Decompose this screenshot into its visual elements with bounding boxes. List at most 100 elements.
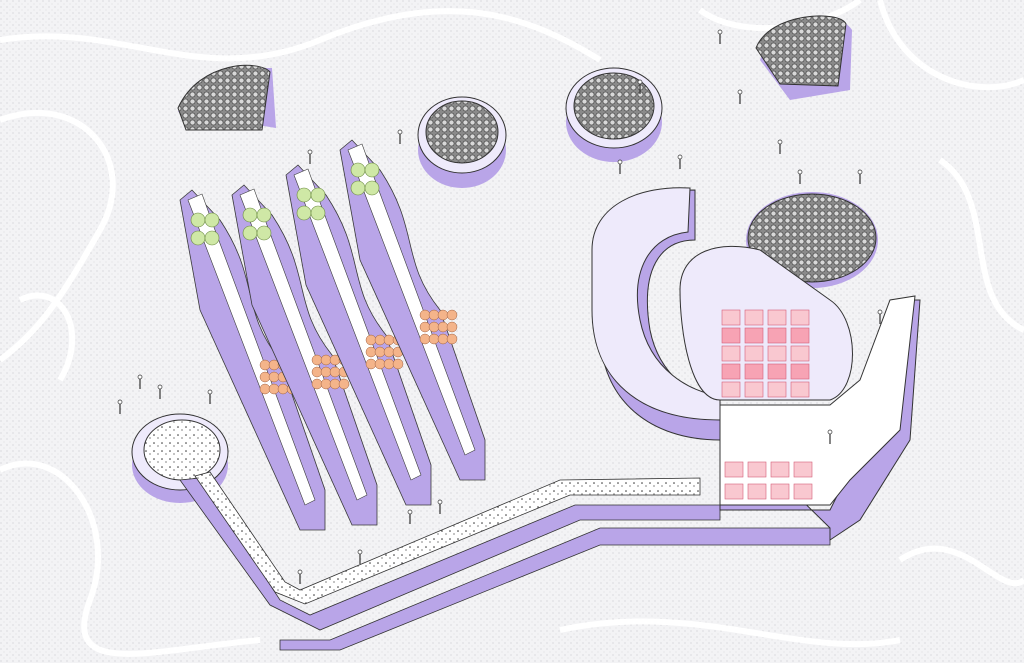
orange-planter [446, 321, 458, 333]
pink-tile [767, 309, 787, 326]
person-head [307, 149, 313, 155]
orange-planter [329, 366, 341, 378]
orange-planter [428, 333, 440, 345]
person-head [777, 139, 783, 145]
orange-planter [374, 334, 386, 346]
pink-tile [790, 345, 810, 362]
person-head [877, 309, 883, 315]
pink-tile [721, 345, 741, 362]
pink-tile [724, 483, 744, 500]
person-head [717, 29, 723, 35]
green-planter [256, 225, 272, 241]
pink-tile [767, 381, 787, 398]
green-planter [364, 162, 380, 178]
pink-tile-grid [721, 309, 813, 500]
person-head [617, 159, 623, 165]
person-head [137, 374, 143, 380]
pink-tile [744, 381, 764, 398]
person-figure-icon [877, 309, 883, 324]
channel-3 [285, 164, 432, 506]
pink-tile [744, 309, 764, 326]
orange-planter [338, 378, 350, 390]
pink-tile [790, 363, 810, 380]
pink-tile [767, 327, 787, 344]
person-figure-icon [737, 89, 743, 104]
person-figure-icon [207, 389, 213, 404]
orange-planter [446, 309, 458, 321]
green-planter [204, 230, 220, 246]
person-figure-icon [297, 569, 303, 584]
orange-planter [374, 358, 386, 370]
orange-planter [437, 321, 449, 333]
person-head [797, 169, 803, 175]
person-figure-icon [827, 429, 833, 444]
person-head [437, 499, 443, 505]
person-figure-icon [637, 79, 643, 94]
orange-planter [311, 354, 323, 366]
green-planter [296, 187, 312, 203]
person-head [407, 509, 413, 515]
pink-tile [770, 461, 790, 478]
circular-pit-2 [565, 67, 663, 162]
orange-planter [383, 334, 395, 346]
green-planter [190, 230, 206, 246]
pink-tile [790, 381, 810, 398]
green-planter [204, 212, 220, 228]
person-figure-icon [137, 374, 143, 389]
person-figure-icon [157, 384, 163, 399]
orange-planter [329, 378, 341, 390]
person-head [297, 569, 303, 575]
orange-planter [419, 333, 431, 345]
pink-tile [721, 363, 741, 380]
green-planter [364, 180, 380, 196]
circular-pit-1 [417, 96, 507, 188]
green-planter [310, 205, 326, 221]
person-figure-icon [677, 154, 683, 169]
person-head [117, 399, 123, 405]
person-figure-icon [797, 169, 803, 184]
orange-planter [277, 383, 289, 395]
person-head [397, 129, 403, 135]
person-figure-icon [407, 509, 413, 524]
diagonal-channels [179, 139, 486, 531]
green-planter [242, 225, 258, 241]
orange-planter [383, 346, 395, 358]
green-planter [242, 207, 258, 223]
orange-planter [259, 359, 271, 371]
half-pit-left [177, 64, 276, 131]
orange-planter [365, 358, 377, 370]
pink-tile [744, 327, 764, 344]
orange-planter [268, 371, 280, 383]
right-complex [591, 187, 921, 541]
person-head [637, 79, 643, 85]
orange-planter [320, 354, 332, 366]
orange-planter [392, 358, 404, 370]
person-figure-icon [357, 549, 363, 564]
person-figure-icon [437, 499, 443, 514]
orange-planter [437, 309, 449, 321]
orange-planter [419, 321, 431, 333]
orange-planter [419, 309, 431, 321]
channel-4 [339, 139, 486, 481]
person-figure-icon [717, 29, 723, 44]
pink-tile [724, 461, 744, 478]
orange-planter [320, 366, 332, 378]
green-planter [350, 180, 366, 196]
person-figure-icon [117, 399, 123, 414]
orange-planter [374, 346, 386, 358]
green-planter [310, 187, 326, 203]
orange-planter [428, 309, 440, 321]
orange-planter [320, 378, 332, 390]
pink-tile [793, 461, 813, 478]
person-figure-icon [777, 139, 783, 154]
pink-tile [721, 327, 741, 344]
person-head [827, 429, 833, 435]
orange-planter [311, 378, 323, 390]
green-planter [350, 162, 366, 178]
person-head [157, 384, 163, 390]
channel-1 [179, 189, 326, 531]
green-planter [190, 212, 206, 228]
